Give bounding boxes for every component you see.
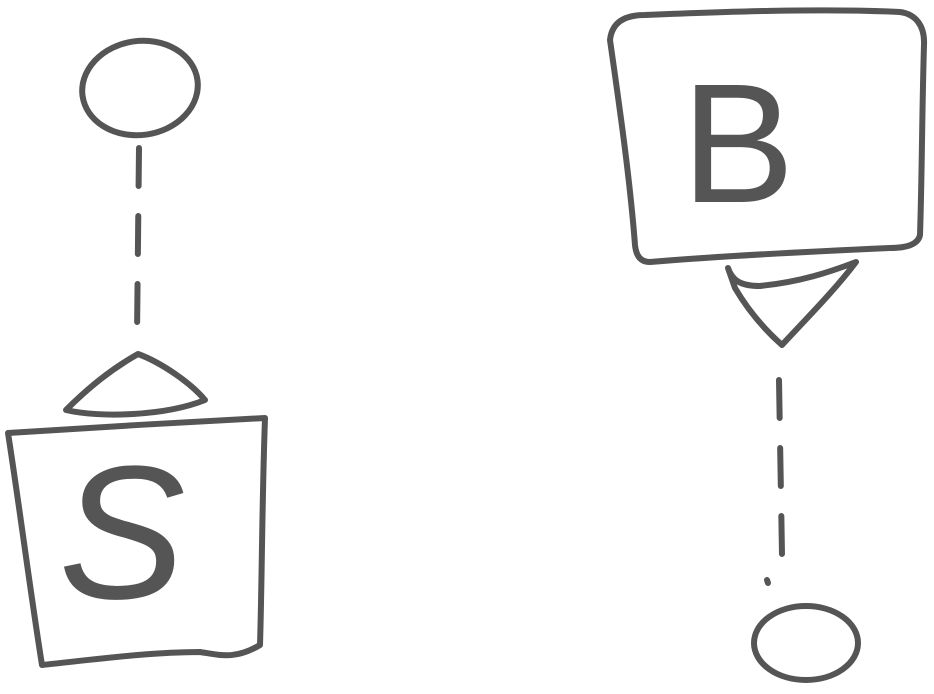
left-group: S xyxy=(5,37,268,668)
left-triangle-arrowhead xyxy=(63,351,208,418)
right-rounded-box xyxy=(607,7,928,265)
right-bottom-circle xyxy=(751,603,861,683)
left-box-letter: S xyxy=(59,427,186,639)
left-square-box xyxy=(5,415,268,668)
right-box-letter: B xyxy=(681,49,794,239)
left-top-circle xyxy=(79,37,201,139)
right-group: B xyxy=(607,7,928,683)
right-dashed-dot xyxy=(764,577,771,586)
right-triangle-arrowhead xyxy=(725,259,859,348)
right-dashed-connector xyxy=(776,377,785,558)
left-dashed-connector xyxy=(134,145,142,338)
